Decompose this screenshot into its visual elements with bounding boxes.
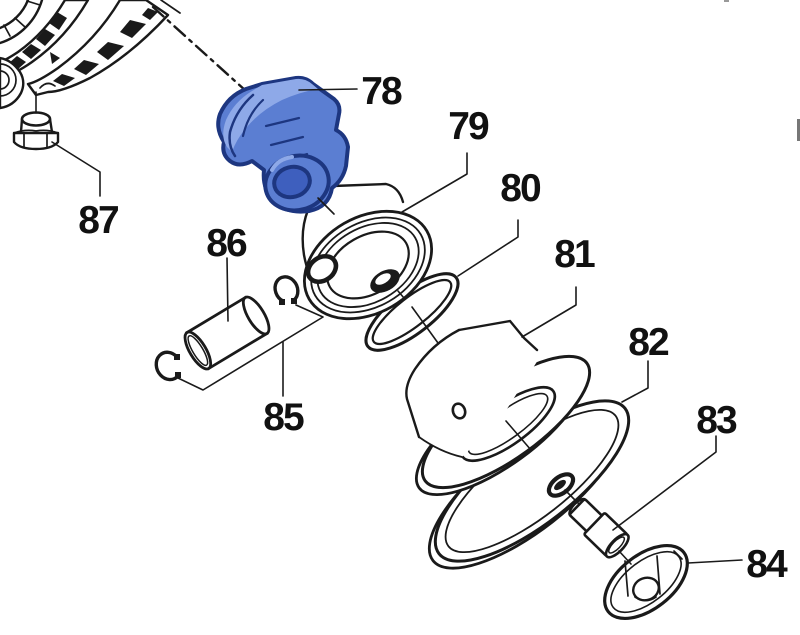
edge-artifact-top — [724, 0, 729, 2]
part-78-piston-guide-highlighted — [216, 75, 350, 214]
crankcase-corner-boss — [0, 56, 25, 110]
piston-side-hole — [305, 253, 339, 285]
part-label-78: 78 — [361, 70, 402, 113]
crankcase-hub-arcs — [0, 0, 44, 45]
circlip-right — [273, 275, 300, 303]
guide-eye-bore — [272, 164, 312, 200]
part-label-87: 87 — [78, 199, 118, 242]
part-85-circlips — [154, 275, 300, 382]
leader-79 — [401, 152, 468, 213]
part-label-83: 83 — [696, 399, 737, 442]
part-label-85: 85 — [263, 396, 304, 439]
crankcase-fragment — [0, 0, 181, 110]
leader-lines — [35, 88, 743, 564]
part-label-82: 82 — [628, 321, 669, 364]
leader-85 — [177, 304, 324, 391]
leader-87 — [51, 141, 101, 197]
leader-81 — [521, 286, 577, 338]
part-86-pin — [183, 295, 271, 371]
edge-artifact — [797, 119, 800, 141]
leader-86 — [226, 257, 229, 322]
leader-80 — [457, 219, 519, 277]
assembly-axis-segments — [317, 197, 632, 565]
leader-78 — [298, 88, 358, 91]
part-79-piston — [301, 182, 433, 321]
sleeve-side-hole — [451, 402, 467, 420]
diaphragm-hub-hole — [554, 479, 566, 491]
centerline-dashdot — [151, 5, 258, 102]
part-label-80: 80 — [500, 167, 541, 210]
part-label-86: 86 — [206, 222, 247, 265]
part-83-bolt — [568, 497, 630, 559]
leader-83 — [612, 435, 717, 531]
circlip-left — [154, 350, 180, 382]
part-87-plug — [12, 111, 60, 151]
part-label-84: 84 — [746, 543, 788, 586]
part-label-79: 79 — [448, 105, 489, 148]
part-label-81: 81 — [554, 233, 595, 276]
leader-82 — [621, 360, 649, 403]
part-84-butterfly-retainer — [603, 543, 689, 621]
leader-84 — [687, 559, 743, 564]
